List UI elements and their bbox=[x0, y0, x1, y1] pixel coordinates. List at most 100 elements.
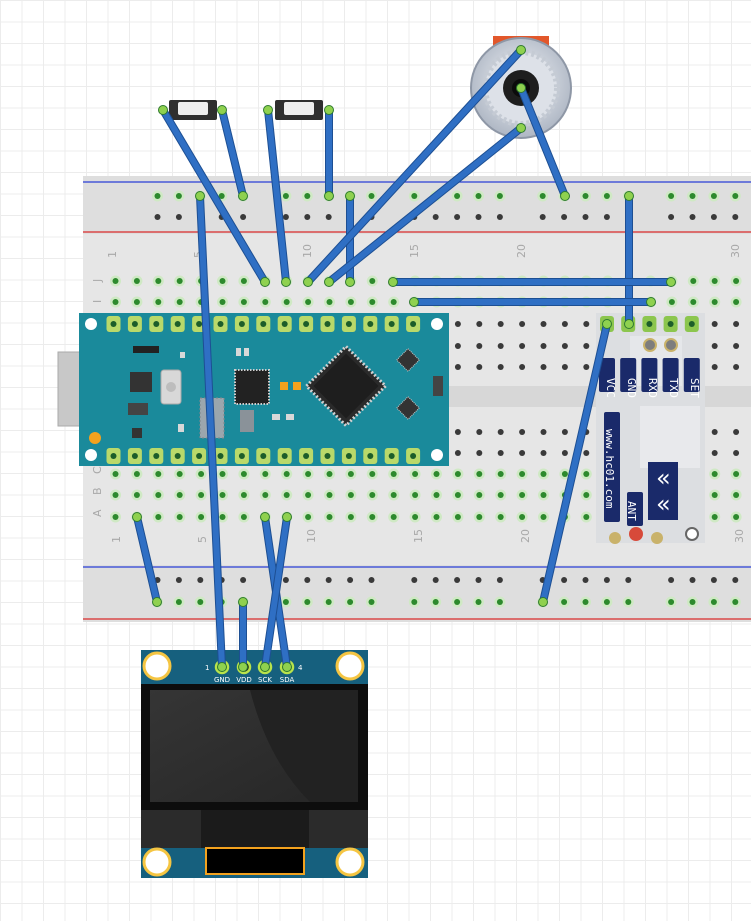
oled-pin-number-first: 1 bbox=[205, 664, 209, 672]
breadboard-hole bbox=[112, 299, 119, 305]
row-letter-a: A bbox=[91, 509, 104, 517]
breadboard-hole bbox=[412, 492, 419, 498]
breadboard-hole bbox=[540, 514, 547, 520]
breadboard-hole bbox=[454, 492, 461, 498]
breadboard-hole bbox=[176, 278, 183, 284]
bluetooth-pin-label-bg bbox=[599, 358, 615, 392]
breadboard-hole bbox=[176, 299, 183, 305]
oled-mount-hole bbox=[335, 651, 365, 681]
oled-pin-number-last: 4 bbox=[298, 664, 303, 672]
breadboard-hole bbox=[133, 471, 140, 477]
breadboard-hole bbox=[519, 471, 526, 477]
bluetooth-antenna-label-bg bbox=[627, 492, 643, 526]
column-number-5-bottom: 5 bbox=[196, 536, 209, 543]
breadboard-hole bbox=[133, 492, 140, 498]
wire bbox=[518, 85, 568, 199]
wire-end bbox=[345, 277, 355, 287]
breadboard-hole bbox=[497, 471, 504, 477]
rail-hole bbox=[732, 599, 739, 605]
arduino-pin bbox=[238, 321, 245, 327]
arduino-pin bbox=[196, 321, 203, 327]
arduino-pin bbox=[174, 453, 181, 459]
rail-hole bbox=[240, 577, 247, 583]
arduino-pin-headers bbox=[106, 316, 421, 464]
bluetooth-logo: « bbox=[656, 490, 671, 518]
bluetooth-pin bbox=[688, 321, 695, 327]
wire-end bbox=[260, 512, 270, 522]
bluetooth-logo-block bbox=[648, 462, 678, 520]
column-number-1-bottom: 1 bbox=[110, 536, 123, 543]
breadboard-hole bbox=[733, 492, 740, 498]
breadboard-hole bbox=[540, 429, 547, 435]
antenna-pad bbox=[651, 532, 663, 544]
rail-hole bbox=[304, 193, 311, 199]
wire-end bbox=[132, 512, 142, 522]
wire-end bbox=[282, 662, 292, 672]
wire bbox=[134, 514, 160, 605]
wire bbox=[265, 107, 289, 285]
breadboard-hole bbox=[326, 471, 333, 477]
oled-display: 1 4 GND VDD SCK SDA bbox=[141, 650, 368, 878]
column-number-30-bottom: 30 bbox=[733, 529, 746, 543]
breadboard-hole bbox=[433, 471, 440, 477]
breadboard-hole bbox=[733, 278, 740, 284]
breadboard-hole bbox=[219, 278, 226, 284]
arduino-pin bbox=[345, 321, 352, 327]
breadboard-hole bbox=[561, 364, 568, 370]
breadboard-hole bbox=[540, 364, 547, 370]
bt-website-label: www.hc01.com bbox=[603, 429, 616, 509]
arduino-pin bbox=[303, 453, 310, 459]
oled-mount-hole bbox=[335, 847, 365, 877]
rail-hole bbox=[175, 599, 182, 605]
breadboard-hole bbox=[583, 514, 590, 520]
rail-hole bbox=[732, 193, 739, 199]
smd-component bbox=[128, 403, 148, 415]
breadboard-hole bbox=[347, 471, 354, 477]
breadboard-hole bbox=[497, 492, 504, 498]
breadboard-hole bbox=[561, 429, 568, 435]
wire-end bbox=[217, 105, 227, 115]
breadboard-hole bbox=[155, 514, 162, 520]
rail-hole bbox=[282, 577, 289, 583]
smd-component bbox=[272, 414, 280, 420]
rail-hole bbox=[732, 214, 739, 220]
rail-hole bbox=[454, 193, 461, 199]
rail-hole bbox=[668, 599, 675, 605]
bt-pin-label-rxd: RXD bbox=[646, 378, 659, 398]
breadboard-hole bbox=[733, 321, 740, 327]
oled-pin-label-sck: SCK bbox=[258, 676, 272, 684]
rail-hole bbox=[582, 599, 589, 605]
wire-end bbox=[238, 597, 248, 607]
breadboard-hole bbox=[583, 364, 590, 370]
breadboard-hole bbox=[540, 450, 547, 456]
breadboard-hole bbox=[155, 278, 162, 284]
rail-hole bbox=[368, 599, 375, 605]
breadboard-hole bbox=[497, 450, 504, 456]
arduino-nano bbox=[57, 313, 449, 466]
breadboard-hole bbox=[219, 492, 226, 498]
wire-end bbox=[195, 191, 205, 201]
breadboard-hole bbox=[497, 343, 504, 349]
bt-pin-label-vcc: VCC bbox=[604, 378, 617, 398]
breadboard-hole bbox=[155, 471, 162, 477]
breadboard-hole bbox=[240, 278, 247, 284]
mount-hole bbox=[85, 318, 97, 330]
arduino-pin bbox=[303, 321, 310, 327]
breadboard-hole bbox=[454, 321, 461, 327]
rail-hole bbox=[582, 193, 589, 199]
rail-hole bbox=[689, 193, 696, 199]
column-number-10-top: 10 bbox=[301, 244, 314, 258]
rail-hole bbox=[475, 577, 482, 583]
wire bbox=[305, 47, 524, 285]
breadboard-hole bbox=[262, 471, 269, 477]
breadboard-hole bbox=[733, 299, 740, 305]
breadboard-hole bbox=[240, 514, 247, 520]
breadboard-hole bbox=[690, 299, 697, 305]
power-led bbox=[89, 432, 101, 444]
wire-end bbox=[538, 597, 548, 607]
wire-end bbox=[624, 191, 634, 201]
breadboard-hole bbox=[476, 450, 483, 456]
breadboard-hole bbox=[540, 471, 547, 477]
column-number-15-top: 15 bbox=[408, 244, 421, 258]
arduino-pin bbox=[410, 321, 417, 327]
